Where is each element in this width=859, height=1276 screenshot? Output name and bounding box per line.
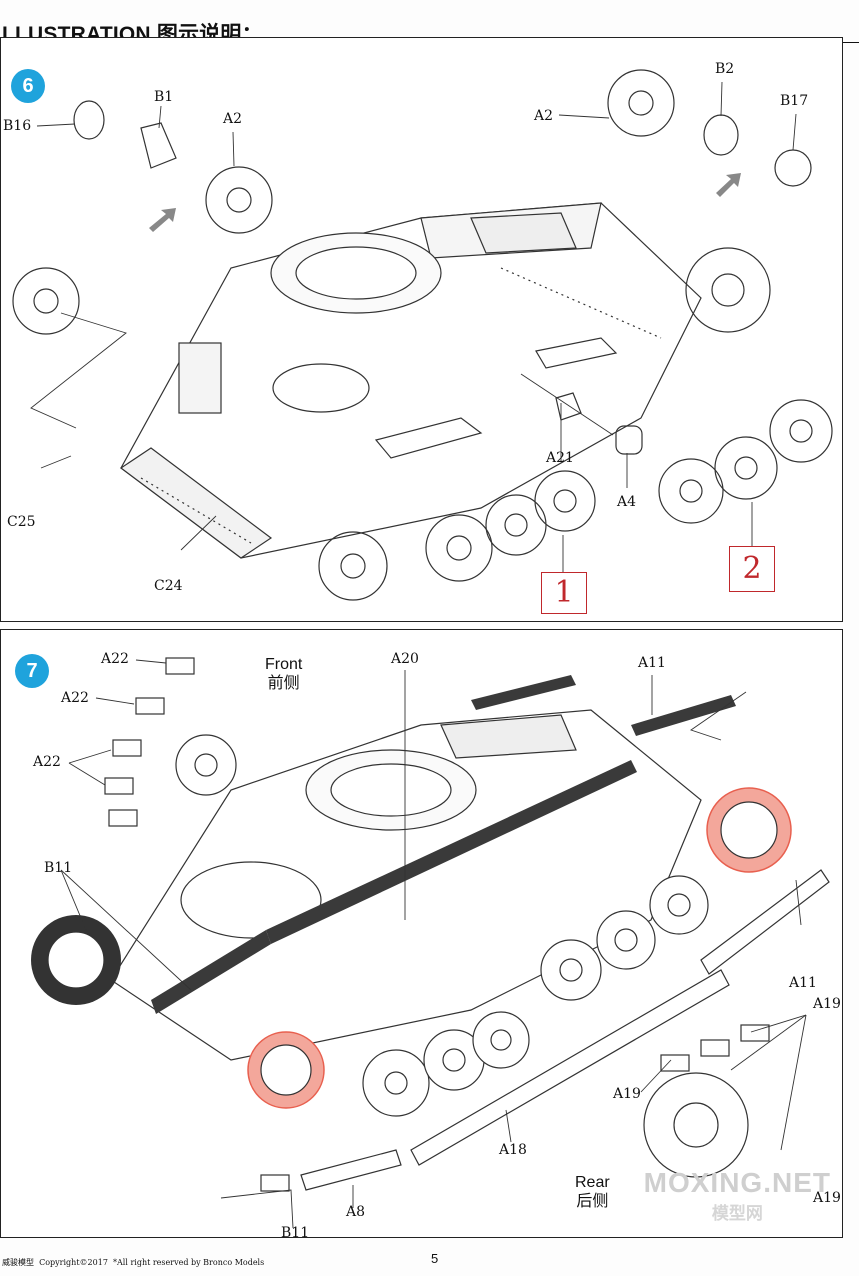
label-b11-left: B11: [44, 860, 73, 876]
watermark: MOXING.NET 模型网: [644, 1167, 831, 1224]
hull-step6: [119, 202, 702, 559]
rear-label-zh: 后侧: [576, 1193, 609, 1210]
step-6-badge: 6: [11, 69, 45, 103]
label-a22-top: A22: [101, 651, 129, 667]
label-a19-left: A19: [613, 1086, 641, 1102]
footer-brand: 威骏模型: [2, 1258, 34, 1267]
label-a19-right: A19: [813, 996, 841, 1012]
track-run-upper: [151, 675, 736, 1014]
label-c24: C24: [154, 578, 183, 594]
label-a8: A8: [346, 1204, 366, 1220]
label-b16: B16: [3, 118, 32, 134]
label-a18: A18: [499, 1142, 527, 1158]
label-a2-right: A2: [534, 108, 554, 124]
track-run-lower: [300, 869, 830, 1191]
front-label-en: Front: [265, 656, 303, 673]
front-sprocket-hub: [47, 931, 105, 989]
front-label: Front 前侧: [265, 655, 302, 693]
label-b1: B1: [154, 89, 174, 105]
page-number: 5: [431, 1251, 439, 1266]
step-6-drawing: [12, 69, 833, 601]
label-b2: B2: [715, 61, 735, 77]
label-a19-bottom: A19: [813, 1190, 841, 1206]
direction-arrows-step6: [149, 173, 741, 232]
label-a11-right: A11: [789, 975, 817, 991]
step-6-panel: 6 B16 B1 A2 A2 B2 B17 A21 A4 C25 C24 1 2: [0, 37, 843, 622]
callout-box-2: 2: [729, 546, 775, 592]
label-b11-bottom: B11: [281, 1225, 310, 1241]
road-wheels-step7: [175, 734, 749, 1178]
step-7-badge: 7: [15, 654, 49, 688]
step-7-drawing: [31, 657, 830, 1229]
label-a2-left: A2: [223, 111, 243, 127]
label-c25: C25: [7, 514, 36, 530]
label-a4: A4: [617, 494, 637, 510]
rear-label: Rear 后侧: [575, 1173, 610, 1211]
watermark-main: MOXING.NET: [643, 1167, 831, 1198]
rear-label-en: Rear: [575, 1174, 610, 1191]
step-7-panel: 7 A22 A22 A22 Front 前侧 A20 A11 B11 A11 A…: [0, 629, 843, 1241]
road-wheels-step6: [12, 69, 833, 601]
label-b17: B17: [780, 93, 809, 109]
footer-rights: *All right reserved by Bronco Models: [113, 1258, 265, 1267]
footer-copyright-text: Copyright©2017: [39, 1258, 108, 1267]
watermark-sub: 模型网: [711, 1204, 763, 1223]
label-a21: A21: [546, 450, 574, 466]
front-label-zh: 前侧: [267, 675, 300, 692]
label-a22-mid: A22: [61, 690, 89, 706]
footer-copyright: 威骏模型 Copyright©2017 *All right reserved …: [2, 1257, 264, 1268]
callout-box-1: 1: [541, 572, 587, 614]
label-a22-low: A22: [33, 754, 61, 770]
label-a20: A20: [391, 651, 419, 667]
label-a11-top: A11: [638, 655, 666, 671]
leader-lines-step7: [60, 659, 807, 1229]
leader-lines-step6: [30, 81, 797, 573]
